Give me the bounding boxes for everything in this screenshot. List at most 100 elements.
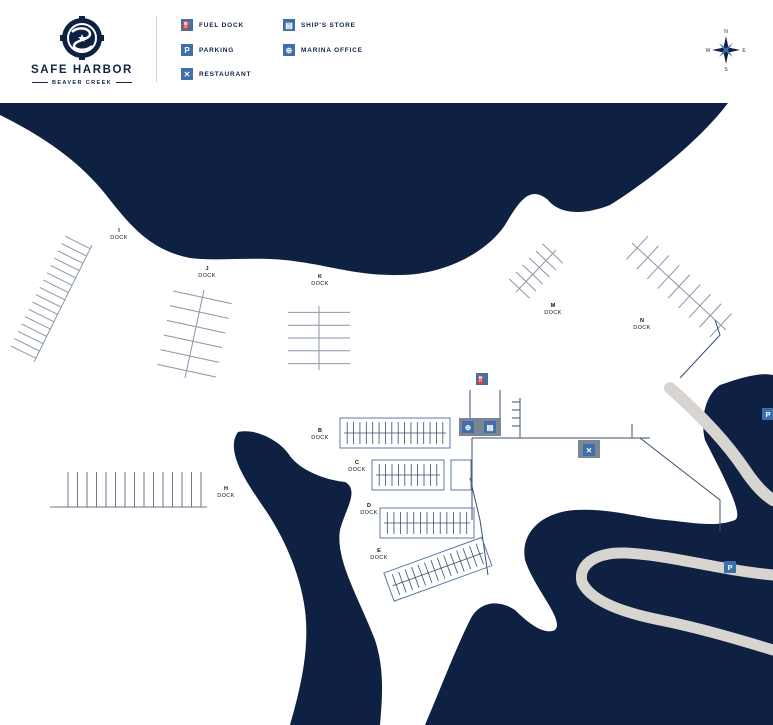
legend-ships-store: ▤ SHIP'S STORE — [283, 18, 356, 32]
dock-letter: B — [318, 428, 322, 434]
brand-subtitle: BEAVER CREEK — [20, 80, 144, 86]
dock-finger — [404, 569, 414, 591]
dock-finger — [57, 250, 84, 264]
dock-finger — [709, 313, 733, 338]
dock-finger — [462, 548, 472, 570]
dock-finger — [636, 245, 659, 270]
dock-finger — [166, 319, 226, 334]
compass-n: N — [724, 29, 728, 35]
legend-fuel-dock: ⛽ FUEL DOCK — [181, 18, 244, 32]
fuel-pump-icon: ⛽ — [477, 374, 487, 384]
dock-m — [508, 243, 564, 299]
dock-c — [371, 459, 472, 491]
dock-finger — [21, 323, 47, 337]
compass-w: W — [706, 48, 711, 54]
dock-finger — [17, 330, 44, 345]
dock-finger — [456, 550, 465, 572]
restaurant-icon: ✕ — [585, 445, 593, 455]
brand-logo — [60, 16, 104, 60]
dock-finger — [508, 278, 530, 299]
dock-finger — [535, 250, 557, 271]
dock-finger — [54, 257, 80, 272]
marina-office-marker[interactable]: ⊕ — [462, 421, 474, 433]
restaurant-icon: ✕ — [181, 68, 193, 80]
legend-label: SHIP'S STORE — [301, 21, 356, 29]
dock-finger — [64, 235, 91, 250]
water-north — [0, 103, 728, 276]
restaurant-marker[interactable]: ✕ — [583, 444, 595, 456]
dock-j — [157, 289, 232, 379]
parking-icon: P — [765, 409, 771, 419]
dock-d — [379, 507, 475, 539]
dock-letter: K — [318, 274, 322, 280]
parking-icon: P — [727, 562, 733, 572]
dock-spine — [184, 289, 205, 379]
dock-finger — [32, 301, 58, 315]
legend-restaurant: ✕ RESTAURANT — [181, 67, 251, 81]
dock-letter: I — [118, 228, 120, 234]
dock-finger — [35, 294, 62, 308]
dock-letter: D — [367, 503, 371, 509]
dock-finger — [667, 274, 691, 299]
dock-finger — [43, 279, 69, 293]
walkways — [469, 319, 721, 576]
dock-word: DOCK — [348, 467, 366, 473]
dock-letter: M — [550, 303, 556, 309]
legend-label: PARKING — [199, 46, 235, 54]
legend-label: MARINA OFFICE — [301, 46, 363, 54]
dock-finger — [61, 243, 87, 257]
compass-rose: N S E W — [706, 29, 747, 73]
dock-finger — [625, 235, 649, 260]
legend-label: FUEL DOCK — [199, 21, 244, 29]
dock-finger — [646, 255, 670, 280]
dock-finger — [417, 564, 426, 586]
dock-finger — [688, 293, 712, 318]
legend-marina-office: ⊕ MARINA OFFICE — [283, 43, 363, 57]
dock-finger — [678, 284, 701, 309]
fuel-dock-marker[interactable]: ⛽ — [476, 373, 488, 385]
legend-parking: P PARKING — [181, 43, 234, 57]
dock-finger — [475, 543, 484, 565]
store-icon: ▤ — [486, 422, 494, 432]
dock-finger — [14, 338, 40, 352]
parking-icon: P — [181, 44, 193, 56]
dock-finger — [542, 243, 564, 264]
fuel-pump-icon: ⛽ — [181, 19, 193, 31]
dock-finger — [522, 264, 544, 285]
ships-store-marker[interactable]: ▤ — [484, 421, 496, 433]
dock-spine — [392, 552, 484, 587]
dock-finger — [430, 560, 439, 581]
dock-finger — [160, 349, 220, 363]
store-icon: ▤ — [283, 19, 295, 31]
parking-marker-north[interactable]: P — [762, 408, 773, 420]
water-channel-west — [233, 431, 383, 725]
compass-s: S — [724, 67, 728, 73]
dock-finger — [436, 557, 446, 579]
header-divider — [156, 16, 157, 82]
dock-finger — [443, 555, 452, 577]
dock-finger — [157, 363, 217, 378]
dock-letter: H — [224, 486, 228, 492]
parking-marker-south[interactable]: P — [724, 561, 736, 573]
dock-letter: J — [205, 266, 209, 272]
dock-finger — [172, 290, 232, 305]
dock-finger — [657, 264, 680, 289]
dock-finger — [515, 271, 537, 292]
dock-word: DOCK — [217, 493, 235, 499]
dock-word: DOCK — [198, 273, 216, 279]
dock-finger — [398, 571, 407, 593]
dock-finger — [411, 567, 420, 588]
dock-finger — [391, 574, 401, 596]
dock-finger — [528, 257, 550, 278]
